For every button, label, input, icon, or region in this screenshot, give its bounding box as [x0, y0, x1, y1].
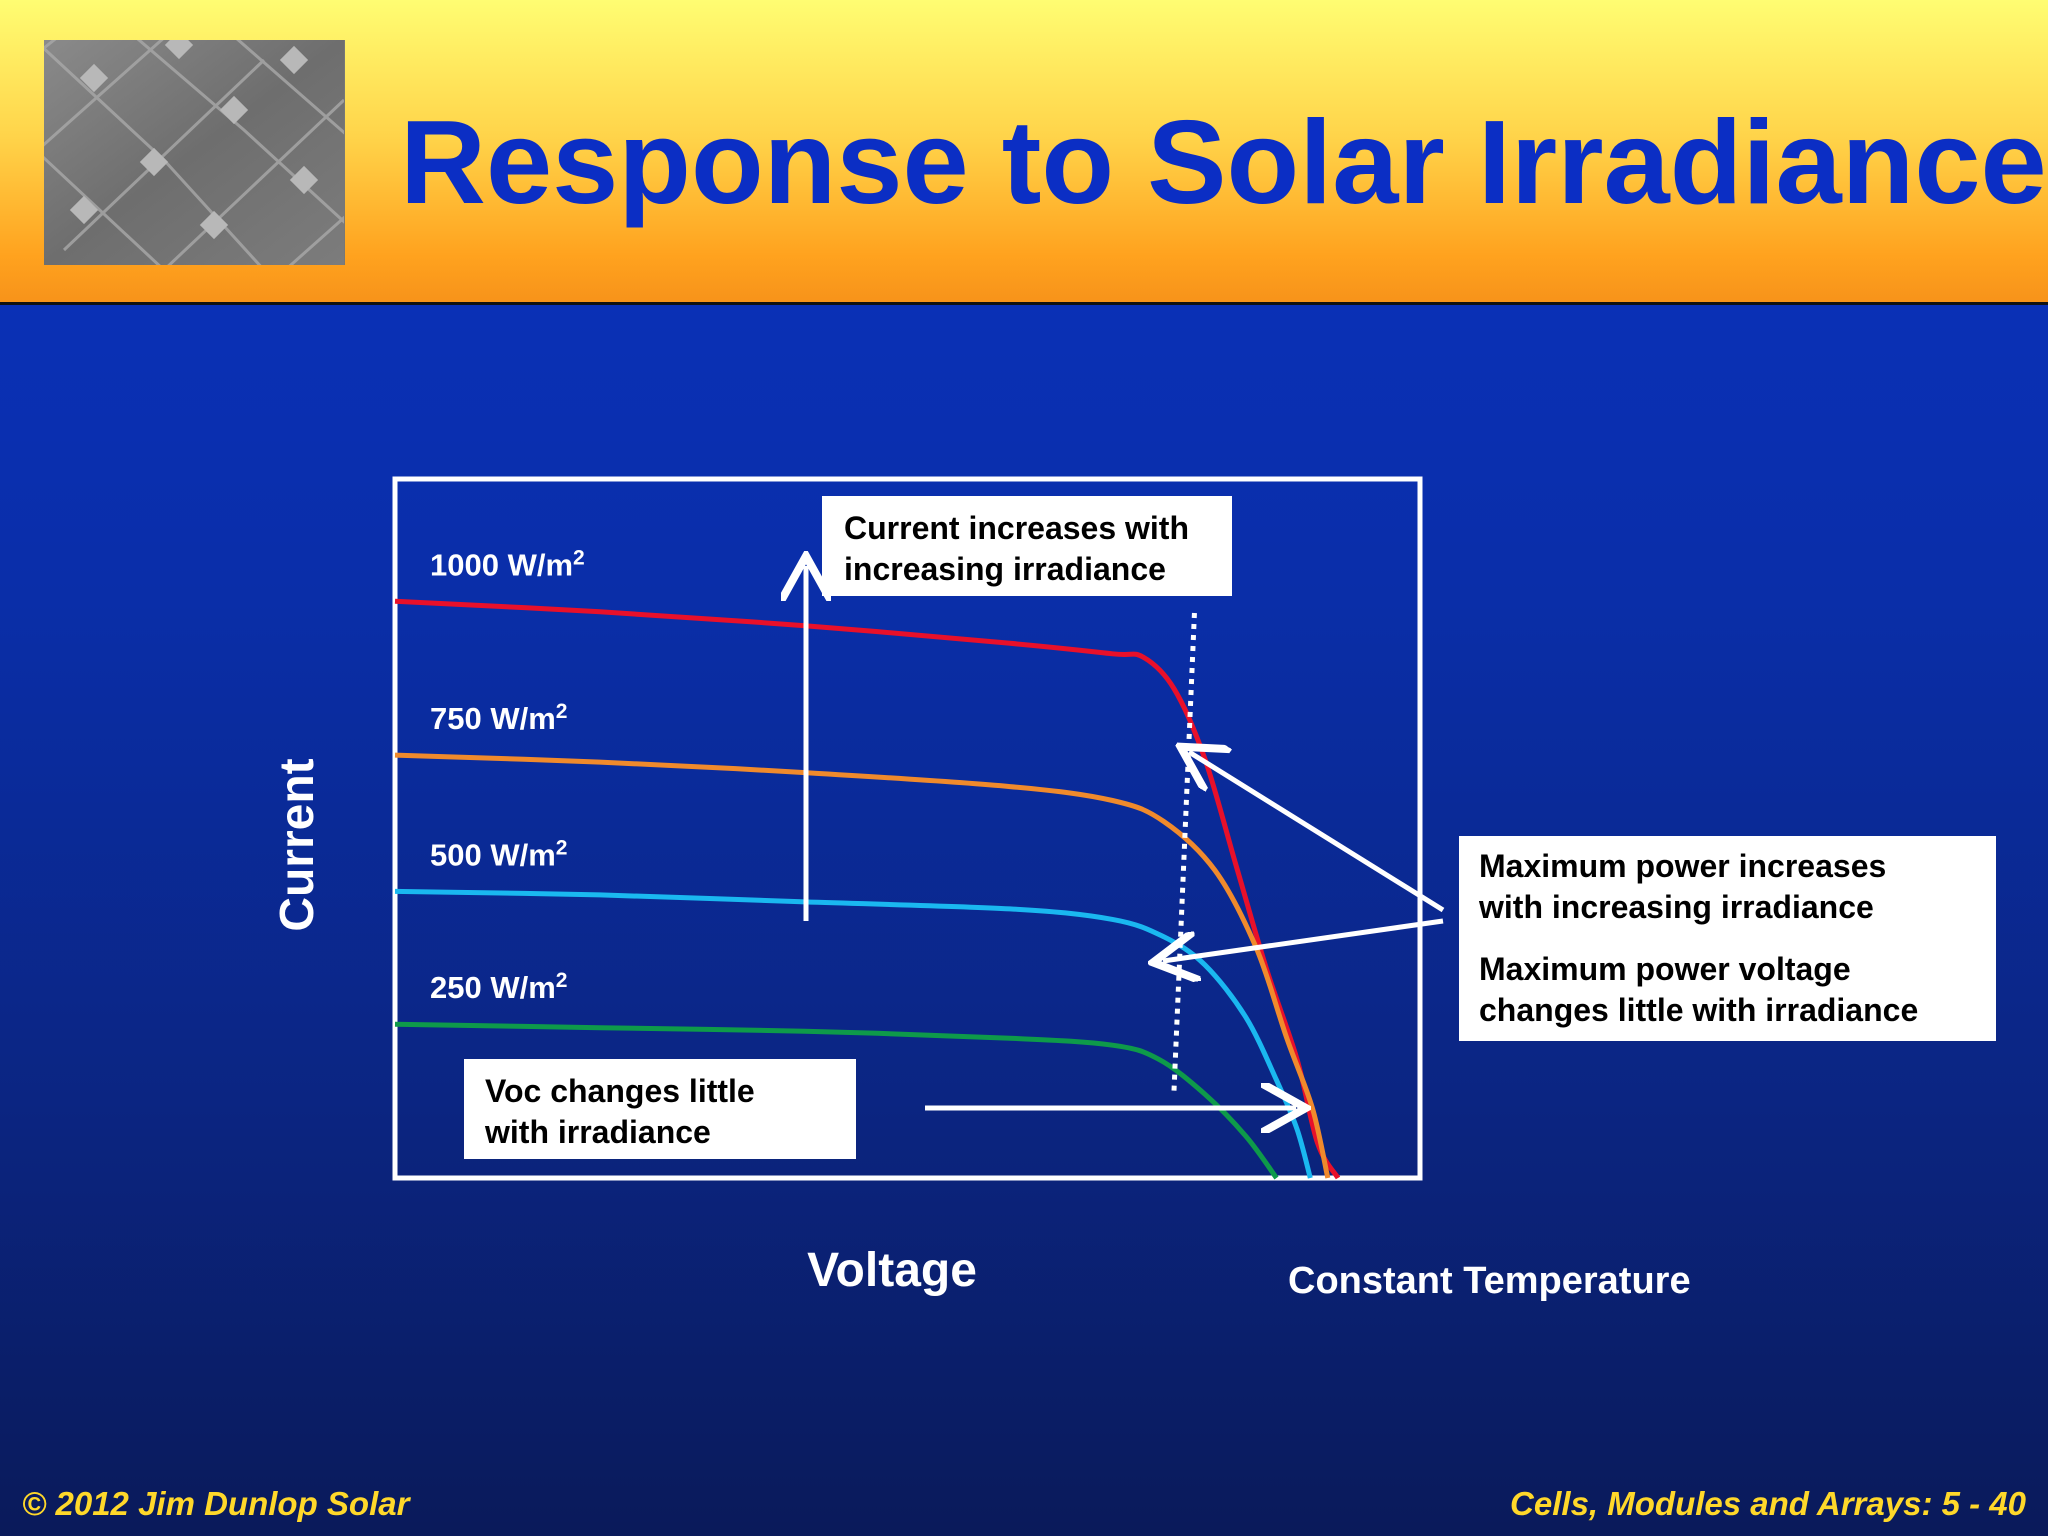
series-line-0: [394, 598, 1341, 1180]
series-label-superscript: 2: [556, 836, 568, 859]
solar-cell-texture-image: [44, 40, 345, 265]
series-layer: [394, 598, 1341, 1180]
page-title: Response to Solar Irradiance: [400, 96, 2047, 229]
callout-text: Maximum power voltage: [1479, 951, 1851, 987]
series-line-2: [394, 888, 1313, 1179]
max-power-arrow-lower: [1163, 918, 1444, 961]
callout-text: Maximum power increases: [1479, 848, 1887, 884]
max-power-arrow-upper: [1189, 752, 1445, 913]
series-label-superscript: 2: [556, 969, 568, 992]
series-label-2: 500 W/m2: [430, 836, 567, 872]
callout-max-power: Maximum power increases with increasing …: [1459, 836, 1996, 1041]
series-label-text: 250 W/m: [430, 970, 556, 1005]
callout-text: Voc changes little: [485, 1073, 755, 1109]
series-label-1: 750 W/m2: [430, 700, 567, 736]
series-label-superscript: 2: [573, 546, 585, 569]
callout-current-increases: Current increases with increasing irradi…: [822, 496, 1232, 596]
max-power-line: [1171, 611, 1197, 1091]
constant-temperature-label: Constant Temperature: [1288, 1260, 1691, 1302]
series-label-text: 1000 W/m: [430, 547, 573, 582]
x-axis-label: Voltage: [807, 1244, 977, 1297]
series-label-superscript: 2: [556, 700, 568, 723]
series-label-text: 500 W/m: [430, 837, 556, 872]
series-label-0: 1000 W/m2: [430, 546, 585, 582]
footer-copyright: © 2012 Jim Dunlop Solar: [22, 1485, 410, 1522]
callout-text: Current increases with: [844, 510, 1189, 546]
callout-text: increasing irradiance: [844, 551, 1166, 587]
callout-text: with irradiance: [485, 1114, 711, 1150]
callout-voc: Voc changes little with irradiance: [464, 1059, 856, 1159]
callout-text: with increasing irradiance: [1479, 889, 1874, 925]
series-label-text: 750 W/m: [430, 701, 556, 736]
y-axis-label: Current: [271, 758, 324, 931]
series-label-3: 250 W/m2: [430, 969, 567, 1005]
footer-page-reference: Cells, Modules and Arrays: 5 - 40: [1510, 1485, 2026, 1522]
series-line-3: [394, 1021, 1279, 1180]
slide-header: Response to Solar Irradiance: [0, 0, 2048, 305]
callout-text: changes little with irradiance: [1479, 992, 1919, 1028]
series-line-1: [394, 752, 1331, 1179]
plot-frame: [392, 476, 1423, 1181]
